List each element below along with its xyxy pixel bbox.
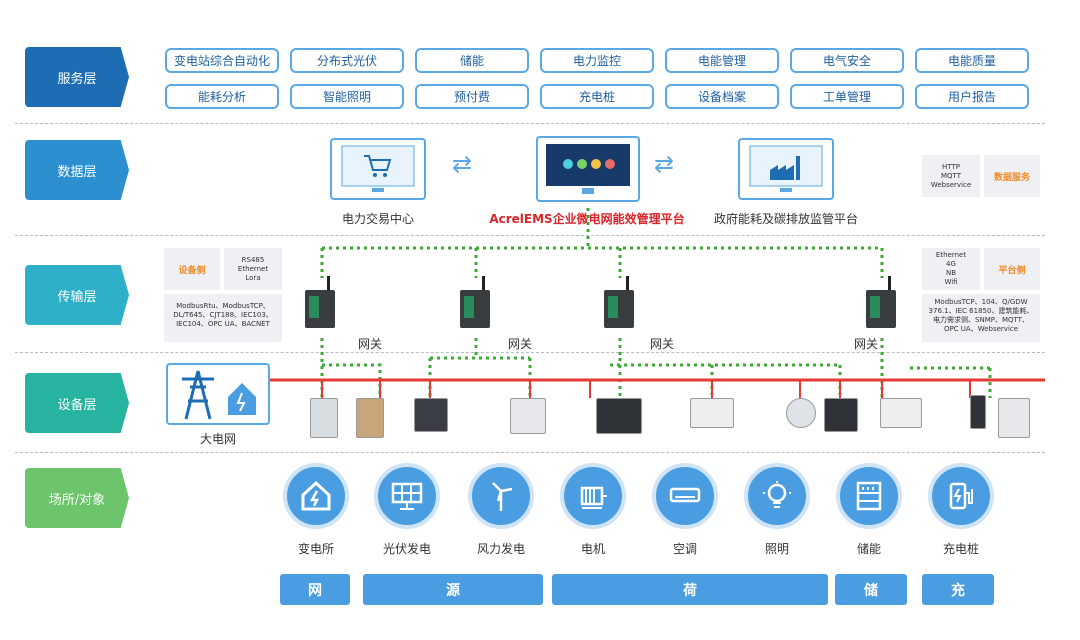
service-charging-pile[interactable]: 充电桩 [540, 84, 654, 109]
category-grid: 网 [280, 574, 350, 605]
air-conditioner-icon [669, 487, 701, 503]
device-side-protocols: RS485 Ethernet Lora [224, 248, 282, 290]
gateway-label: 网关 [649, 337, 674, 351]
separator [15, 123, 1045, 124]
layer-tab-place: 场所/对象 [25, 468, 129, 528]
gateway-label: 网关 [357, 337, 382, 351]
solar-panel-icon [391, 482, 423, 510]
ac-circle [652, 463, 718, 529]
gateway-3-lines [610, 338, 842, 398]
motor-circle [560, 463, 626, 529]
bidirectional-arrow-icon: ⇄ [654, 150, 675, 178]
place-label-motor: 电机 [580, 542, 605, 556]
layer-tab-service: 服务层 [25, 47, 129, 107]
grid-box [166, 363, 270, 425]
category-load: 荷 [552, 574, 828, 605]
category-storage: 储 [835, 574, 907, 605]
data-service-tag: 数据服务 [984, 155, 1040, 197]
place-label-lighting: 照明 [764, 542, 789, 556]
bidirectional-arrow-icon: ⇄ [452, 150, 473, 178]
category-source: 源 [363, 574, 543, 605]
service-energy-storage[interactable]: 储能 [415, 48, 529, 73]
storage-meter-device [824, 398, 858, 432]
device-side-tag: 设备侧 [164, 248, 220, 290]
service-smart-lighting[interactable]: 智能照明 [290, 84, 404, 109]
trading-center-monitor [330, 138, 426, 200]
panel-meter-device [414, 398, 448, 432]
layer-tab-transport: 传输层 [25, 265, 129, 325]
gateway-4-lines [880, 338, 992, 398]
platform-side-protocol-list: ModbusTCP、104、Q/GDW 376.1、IEC 61850、建筑能耗… [922, 294, 1040, 342]
service-substation-automation[interactable]: 变电站综合自动化 [165, 48, 279, 73]
storage-circle [836, 463, 902, 529]
service-equipment-archive[interactable]: 设备档案 [665, 84, 779, 109]
place-label-substation: 变电所 [297, 542, 334, 556]
din-rail-meter-device [880, 398, 922, 428]
battery-cabinet-icon [856, 481, 882, 511]
platform-monitor [536, 136, 640, 202]
place-label-ac: 空调 [672, 542, 697, 556]
protection-relay-device [310, 398, 338, 438]
lighting-circle [744, 463, 810, 529]
separator [15, 452, 1045, 453]
category-charging: 充 [922, 574, 994, 605]
wind-turbine-icon [492, 482, 513, 511]
charging-pile-device [970, 395, 986, 429]
service-energy-management[interactable]: 电能管理 [665, 48, 779, 73]
motor-icon [580, 486, 607, 509]
gateway-label: 网关 [507, 337, 532, 351]
place-label-charging: 充电桩 [942, 542, 979, 556]
gateway-device [604, 276, 634, 328]
pv-circle [374, 463, 440, 529]
service-power-monitoring[interactable]: 电力监控 [540, 48, 654, 73]
layer-tab-device: 设备层 [25, 373, 129, 433]
prepaid-meter-device [998, 398, 1030, 438]
charging-station-icon [949, 482, 973, 510]
service-power-quality[interactable]: 电能质量 [915, 48, 1029, 73]
data-protocols-box: HTTP MQTT Webservice [922, 155, 980, 197]
platform-side-protocols: Ethernet 4G NB Wifi [922, 248, 980, 290]
relay-device [356, 398, 384, 438]
service-energy-analysis[interactable]: 能耗分析 [165, 84, 279, 109]
light-bulb-icon [763, 481, 791, 508]
platform-label: AcrelEMS企业微电网能效管理平台 [489, 212, 685, 226]
motor-protector-device [596, 398, 642, 434]
service-distributed-pv[interactable]: 分布式光伏 [290, 48, 404, 73]
sensor-device [786, 398, 816, 428]
government-platform-monitor [738, 138, 834, 200]
layer-tab-data: 数据层 [25, 140, 129, 200]
gateway-device [460, 276, 490, 328]
power-tower-icon [182, 370, 256, 420]
trading-center-label: 电力交易中心 [341, 212, 414, 226]
service-user-report[interactable]: 用户报告 [915, 84, 1029, 109]
charging-circle [928, 463, 994, 529]
grid-label: 大电网 [199, 432, 236, 446]
factory-icon [749, 145, 823, 192]
service-work-order[interactable]: 工单管理 [790, 84, 904, 109]
gateway-label: 网关 [853, 337, 878, 351]
shopping-cart-icon [341, 145, 415, 192]
gateway-2-lines [428, 338, 532, 398]
government-platform-label: 政府能耗及碳排放监管平台 [713, 212, 858, 226]
service-electrical-safety[interactable]: 电气安全 [790, 48, 904, 73]
wind-circle [468, 463, 534, 529]
substation-circle [283, 463, 349, 529]
place-label-pv: 光伏发电 [382, 542, 431, 556]
place-label-storage: 储能 [856, 542, 881, 556]
service-prepaid[interactable]: 预付费 [415, 84, 529, 109]
separator [15, 235, 1045, 236]
house-bolt-icon [301, 480, 331, 511]
multi-function-meter-device [510, 398, 546, 434]
platform-to-gateway-lines [320, 208, 884, 278]
din-rail-meter-device [690, 398, 734, 428]
dashboard-screen-icon [546, 144, 630, 194]
separator [15, 352, 1045, 353]
gateway-device [305, 276, 335, 328]
device-side-protocol-list: ModbusRtu、ModbusTCP、 DL/T645、CJT188、IEC1… [164, 294, 282, 342]
place-label-wind: 风力发电 [476, 542, 525, 556]
gateway-device [866, 276, 896, 328]
platform-side-tag: 平台侧 [984, 248, 1040, 290]
